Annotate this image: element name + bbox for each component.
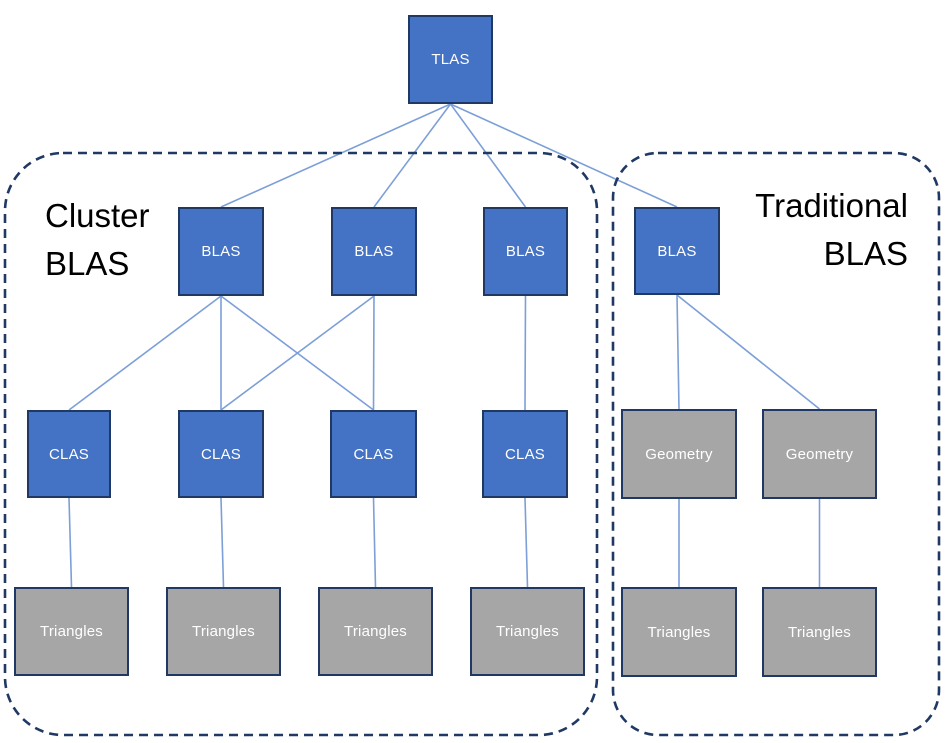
edge-blas-1-to-clas-1 [68, 295, 222, 411]
edge-tlas-to-blas-3 [449, 103, 527, 208]
edge-blas-2-to-clas-3 [372, 295, 375, 411]
edge-tlas-to-blas-4 [450, 103, 678, 208]
edge-tlas-to-blas-1 [220, 103, 451, 208]
edge-blas-4-to-geometry-2 [676, 294, 820, 410]
container-cluster-blas-outline [3, 151, 599, 737]
edge-blas-2-to-clas-2 [220, 295, 375, 411]
edge-clas-4-to-triangles-4 [524, 497, 529, 588]
container-traditional-blas-outline [611, 151, 941, 737]
edge-blas-3-to-clas-4 [524, 295, 527, 411]
edge-clas-3-to-triangles-3 [372, 497, 377, 588]
edge-clas-2-to-triangles-2 [220, 497, 225, 588]
edge-clas-1-to-triangles-1 [68, 497, 73, 588]
edge-blas-4-to-geometry-1 [676, 294, 680, 410]
edge-tlas-to-blas-2 [373, 103, 452, 208]
